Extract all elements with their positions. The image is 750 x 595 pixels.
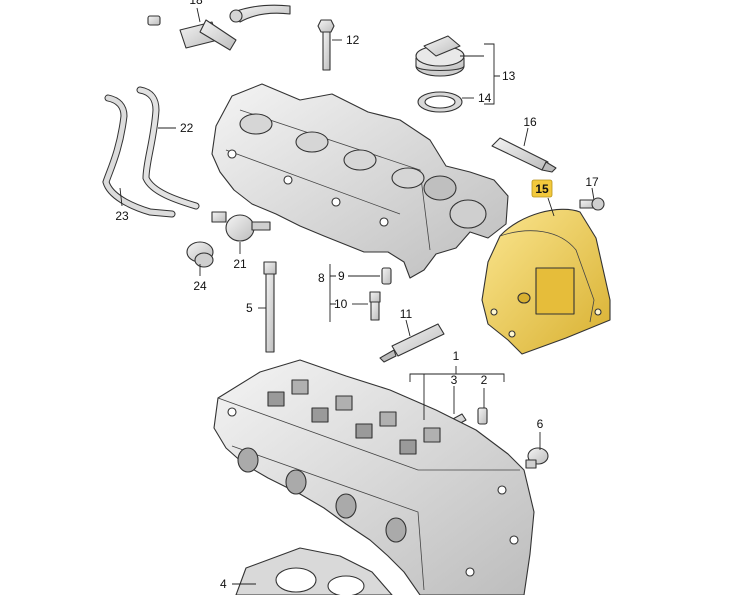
callout-9: 9: [338, 269, 345, 283]
part-5-head-bolt: [263, 261, 277, 353]
part-12-bolt: [317, 19, 335, 71]
callout-11: 11: [400, 307, 413, 321]
callout-22: 22: [180, 121, 194, 135]
part-17-screw: [579, 197, 605, 211]
part-18-hose-connector: [147, 4, 291, 51]
part-4-head-gasket: [235, 547, 393, 595]
callout-18: 18: [189, 0, 203, 7]
part-2-dowel: [477, 407, 488, 425]
camshaft-housing: [211, 83, 509, 279]
callout-6: 6: [537, 417, 544, 431]
head-valve-pockets: [267, 379, 441, 455]
part-24-plug: [186, 241, 214, 268]
part-21-sensor: [211, 211, 271, 242]
callout-15: 15: [535, 182, 549, 196]
callout-23: 23: [115, 209, 129, 223]
leader-lines: [119, 7, 595, 585]
part-11-sealant-tube: [379, 323, 445, 363]
part-15-cover-highlighted: [481, 208, 611, 355]
part-6-plug: [525, 447, 549, 469]
callout-21: 21: [233, 257, 247, 271]
part-9-dowel: [381, 267, 392, 285]
callout-1: 1: [453, 349, 460, 363]
callout-24: 24: [193, 279, 207, 293]
cylinder-head: [213, 359, 535, 595]
part-14-seal-ring: [417, 91, 463, 113]
callout-14: 14: [478, 91, 492, 105]
callout-8: 8: [318, 271, 325, 285]
callout-4: 4: [220, 577, 227, 591]
callout-labels: 18 12 13 14 16 17 22 23 21 24 8 9 10 5 1…: [115, 0, 599, 591]
callout-16: 16: [523, 115, 537, 129]
callout-2: 2: [481, 373, 488, 387]
head-ports: [237, 447, 407, 543]
callout-5: 5: [246, 301, 253, 315]
part-10-bolt: [369, 291, 381, 321]
callout-3: 3: [451, 373, 458, 387]
part-23-pipe: [102, 94, 176, 218]
part-22-pipe: [136, 86, 200, 210]
callout-13: 13: [502, 69, 516, 83]
callout-15-highlight: 15: [531, 179, 553, 198]
callout-12: 12: [346, 33, 360, 47]
part-13-filler-cap: [415, 35, 465, 77]
callout-10: 10: [334, 297, 348, 311]
callout-17: 17: [585, 175, 599, 189]
part-16-sealant-tube: [491, 137, 557, 173]
